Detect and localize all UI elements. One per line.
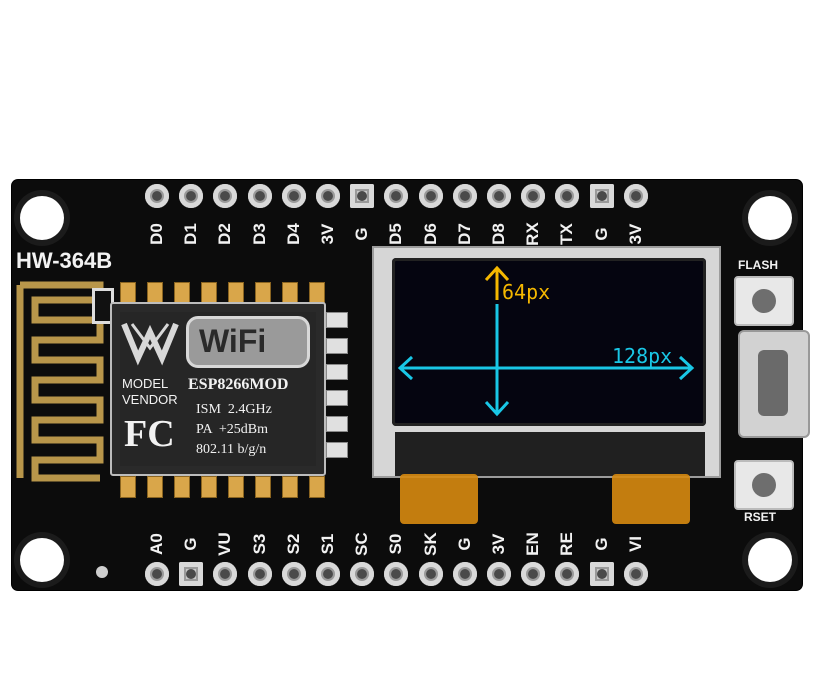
header-pin-pad [179,562,204,586]
flash-button[interactable] [734,276,794,326]
header-pin-pad [213,184,238,208]
header-pin-pad [589,184,614,208]
header-pin-pad [213,562,238,586]
header-pin-pad [316,562,340,586]
board-model-label: HW-364B [16,248,113,273]
header-pin-pad [350,184,375,208]
module-castellation-pad [326,364,348,380]
header-pin-pad [384,184,409,208]
pa-spec: PA +25dBm [196,422,268,437]
header-pin-pad [418,562,443,586]
oled-flex-cable [612,474,690,524]
mounting-hole [748,196,792,240]
header-pin-pad [179,184,204,208]
header-pin-pad [555,184,580,208]
vendor-line2: VENDOR [122,392,178,407]
ism-spec: ISM 2.4GHz [196,402,272,417]
header-pin-pad [418,184,443,208]
oled-width-label: 128px [612,344,673,368]
standard-spec: 802.11 b/g/n [196,442,267,457]
header-pin-pad [623,184,648,208]
reset-button[interactable] [734,460,794,510]
header-pin-pad [452,562,477,586]
header-pin-pad [316,184,340,208]
module-castellation-pad [326,442,348,458]
module-castellation-pad [147,476,163,498]
micro-usb-port[interactable] [738,330,810,438]
module-castellation-pad [228,476,244,498]
header-pin-pad [487,562,511,586]
header-pin-pad [589,562,614,586]
module-castellation-pad [120,476,136,498]
mounting-hole [20,538,64,582]
module-castellation-pad [326,312,348,328]
module-castellation-pad [174,476,190,498]
header-pin-pad [487,184,511,208]
mounting-hole [748,538,792,582]
header-pin-pad [247,184,272,208]
header-pin-pad [555,562,580,586]
header-pin-pad [281,562,306,586]
vendor-line1: MODEL [122,376,169,391]
module-castellation-pad [201,476,217,498]
oled-height-label: 64px [502,280,551,304]
vendor-logo-icon [121,322,179,366]
chip-model: ESP8266MOD [188,376,289,393]
oled-flex-cable [400,474,478,524]
mounting-hole [20,196,64,240]
header-pin-pad [384,562,409,586]
header-pin-pad [521,184,546,208]
module-castellation-pad [255,476,271,498]
header-pin-pad [281,184,306,208]
oled-glass-lower [395,432,705,476]
module-castellation-pad [309,476,325,498]
module-castellation-pad [326,390,348,406]
esp8266-module: WiFi MODEL VENDOR ESP8266MOD ISM 2.4GHz … [110,302,326,476]
module-castellation-pad [326,338,348,354]
header-pin-pad [521,562,546,586]
header-pin-pad [145,184,169,208]
module-castellation-pad [282,476,298,498]
reset-label: RSET [744,510,777,524]
flash-label: FLASH [738,258,778,272]
wifi-logo: WiFi [186,316,310,368]
status-led [96,566,108,578]
oled-screen [392,258,706,426]
header-pin-pad [623,562,648,586]
module-castellation-pad [326,416,348,432]
header-pin-pad [452,184,477,208]
fcc-mark: FC [124,413,175,455]
header-pin-pad [145,562,169,586]
header-pin-pad [350,562,375,586]
header-pin-pad [247,562,272,586]
